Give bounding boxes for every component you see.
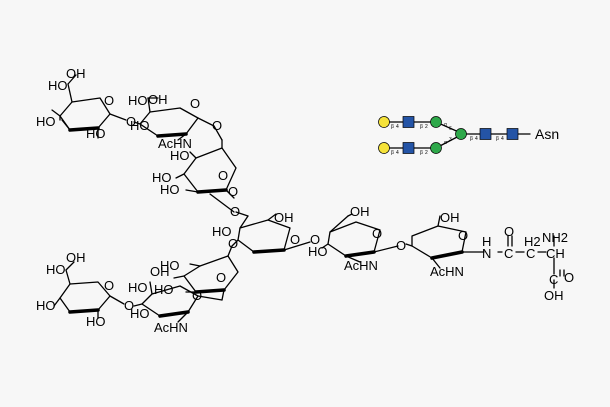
asparagine-chain <box>497 235 565 289</box>
n-label: N <box>482 246 491 261</box>
o-label: O <box>396 238 406 253</box>
linkage-label: 4 <box>475 136 478 142</box>
ho-label: HO <box>46 262 66 277</box>
linkage-label: β <box>496 136 499 142</box>
o-label: O <box>564 270 574 285</box>
galactose-symbol-lower <box>378 142 390 154</box>
h-label: H <box>482 234 491 249</box>
linkage-label: 4 <box>396 124 399 130</box>
o-label: O <box>310 232 320 247</box>
ho-label: HO <box>212 224 232 239</box>
glcnac-ring-lower <box>133 281 223 323</box>
mannose-symbol-lower <box>430 142 442 154</box>
ho-label: HO <box>128 93 148 108</box>
mannose-ring-lower <box>173 245 239 301</box>
glcnac-ring-upper <box>133 97 223 141</box>
achn-label: AcHN <box>154 320 188 335</box>
o-label: O <box>104 93 114 108</box>
o-label: O <box>458 228 468 243</box>
ho-label: HO <box>160 182 180 197</box>
oh-label: OH <box>440 210 460 225</box>
oh-label: OH <box>544 288 564 303</box>
ho-label: HO <box>128 280 148 295</box>
achn-label: AcHN <box>158 136 192 151</box>
linkage-label: 4 <box>501 136 504 142</box>
oh-label: OH <box>66 250 86 265</box>
o-label: O <box>124 298 134 313</box>
o-label: O <box>104 278 114 293</box>
o-label: O <box>228 236 238 251</box>
glcnac-ring-chitobiose-2 <box>405 215 485 269</box>
atom-labels: OH HO HO HO O O HO OH O HO AcHN O HO O H… <box>36 66 574 335</box>
glcnac-symbol-core-2 <box>506 128 519 140</box>
linkage-label: 2 <box>425 150 428 156</box>
o-label: O <box>216 270 226 285</box>
linkage-label: β <box>470 136 473 142</box>
o-label: O <box>504 224 514 239</box>
ho-label: HO <box>160 258 180 273</box>
linkage-label: α <box>444 122 447 128</box>
asn-label: Asn <box>535 126 559 142</box>
linkage-label: 6 <box>449 126 452 132</box>
c-label: C <box>504 246 513 261</box>
ho-label: HO <box>170 148 190 163</box>
mannose-ring-core <box>231 211 311 254</box>
ho-label: HO <box>86 126 106 141</box>
mannose-symbol-upper <box>430 116 442 128</box>
glcnac-symbol-lower <box>402 142 415 154</box>
c-label: C <box>526 246 535 261</box>
o-label: O <box>192 288 202 303</box>
ho-label: HO <box>36 298 56 313</box>
achn-label: AcHN <box>430 264 464 279</box>
achn-label: AcHN <box>344 258 378 273</box>
h2-label: H2 <box>524 234 541 249</box>
linkage-label: 2 <box>425 124 428 130</box>
ho-label: HO <box>152 170 172 185</box>
ho-label: HO <box>130 118 150 133</box>
oh-label: OH <box>150 264 170 279</box>
glcnac-symbol-upper <box>402 116 415 128</box>
galactose-symbol-upper <box>378 116 390 128</box>
ho-label: HO <box>36 114 56 129</box>
o-label: O <box>218 168 228 183</box>
o-label: O <box>230 204 240 219</box>
linkage-label: α <box>444 140 447 146</box>
oh-label: OH <box>66 66 86 81</box>
ho-label: HO <box>154 282 174 297</box>
ho-label: HO <box>86 314 106 329</box>
galactose-ring-lower <box>53 261 125 319</box>
linkage-label: 3 <box>449 137 452 143</box>
skeletal-formula: OH HO HO HO O O HO OH O HO AcHN O HO O H… <box>36 66 574 335</box>
linkage-label: β <box>420 150 423 156</box>
ho-label: HO <box>308 244 328 259</box>
glcnac-symbol-core-1 <box>479 128 492 140</box>
linkage-label: 4 <box>396 150 399 156</box>
ho-label: HO <box>130 306 150 321</box>
linkage-label: β <box>391 124 394 130</box>
o-label: O <box>228 184 238 199</box>
nh2-label: NH2 <box>542 230 568 245</box>
linkage-label: β <box>420 124 423 130</box>
galactose-ring-upper <box>51 74 127 139</box>
mannose-ring-upper <box>175 139 237 213</box>
o-label: O <box>190 96 200 111</box>
oh-label: OH <box>274 210 294 225</box>
oh-label: OH <box>350 204 370 219</box>
snfg-symbol-legend: β 4 β 2 α 6 α 3 β 4 β 4 β 4 β 2 Asn <box>378 116 559 156</box>
o-label: O <box>372 226 382 241</box>
oh-label: OH <box>148 92 168 107</box>
mannose-symbol-core <box>455 128 467 140</box>
ch-label: CH <box>546 246 565 261</box>
glcnac-ring-chitobiose-1 <box>321 213 399 263</box>
o-label: O <box>126 114 136 129</box>
ho-label: HO <box>48 78 68 93</box>
linkage-label: β <box>391 150 394 156</box>
c-label: C <box>549 272 558 287</box>
o-label: O <box>290 232 300 247</box>
o-label: O <box>212 118 222 133</box>
